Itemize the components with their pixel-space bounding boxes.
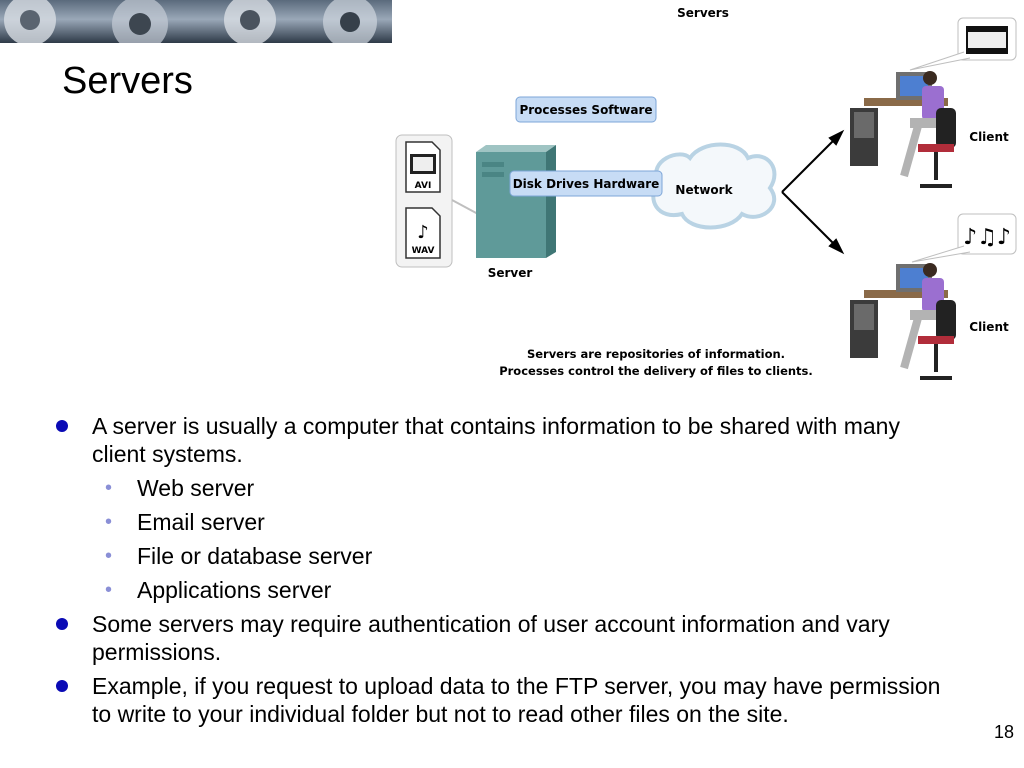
file-icons-panel: AVI ♪ WAV [395, 134, 479, 268]
network-label: Network [675, 183, 733, 197]
bullet-dot-icon [56, 618, 68, 630]
svg-text:Disk Drives Hardware: Disk Drives Hardware [513, 177, 660, 191]
client-label-2: Client [969, 320, 1009, 334]
client-label-1: Client [969, 130, 1009, 144]
disk-drives-hardware-tag: Disk Drives Hardware [509, 170, 663, 197]
servers-diagram: Servers AVI ♪ WAV Server Processes Softw… [395, 6, 1017, 380]
page-number: 18 [993, 722, 1014, 742]
delivery-arrows [781, 129, 845, 255]
svg-text:Processes Software: Processes Software [519, 103, 652, 117]
sub-bullet-dot-icon: • [105, 511, 113, 533]
sub-bullet-item: • Applications server [105, 577, 332, 603]
bullet-dot-icon [56, 680, 68, 692]
sub-bullet-dot-icon: • [105, 579, 113, 601]
sub-bullet-dot-icon: • [105, 545, 113, 567]
client-workstation-icon [850, 263, 956, 380]
server-label: Server [488, 266, 533, 280]
bullet-dot-icon [56, 420, 68, 432]
sub-bullet-dot-icon: • [105, 477, 113, 499]
sub-bullet-item: • File or database server [105, 543, 373, 569]
svg-text:♪: ♪ [417, 222, 429, 243]
wav-label: WAV [412, 246, 435, 256]
diagram-title: Servers [677, 6, 729, 20]
diagram-caption-line1: Servers are repositories of information. [527, 347, 785, 361]
client-workstation-icon [850, 71, 956, 188]
bullet-item: Some servers may require authentication … [56, 610, 956, 666]
sub-bullet-item: • Web server [105, 475, 255, 501]
header-banner-image [0, 0, 392, 43]
diagram-caption-line2: Processes control the delivery of files … [499, 364, 813, 378]
slide-title: Servers [62, 60, 193, 102]
bullet-item: A server is usually a computer that cont… [56, 412, 956, 468]
film-speech-bubble [909, 17, 1017, 71]
server-tower-icon [476, 145, 556, 258]
bullet-item: Example, if you request to upload data t… [56, 672, 956, 728]
processes-software-tag: Processes Software [515, 96, 657, 123]
music-notes-icon: ♪♫♪ [963, 225, 1011, 250]
music-speech-bubble: ♪♫♪ [911, 213, 1017, 263]
sub-bullet-item: • Email server [105, 509, 265, 535]
avi-label: AVI [415, 181, 432, 191]
wav-file-icon: ♪ WAV [405, 207, 441, 259]
bullet-list: A server is usually a computer that cont… [56, 406, 956, 728]
network-cloud-icon: Network [651, 142, 777, 230]
avi-file-icon: AVI [405, 141, 441, 193]
